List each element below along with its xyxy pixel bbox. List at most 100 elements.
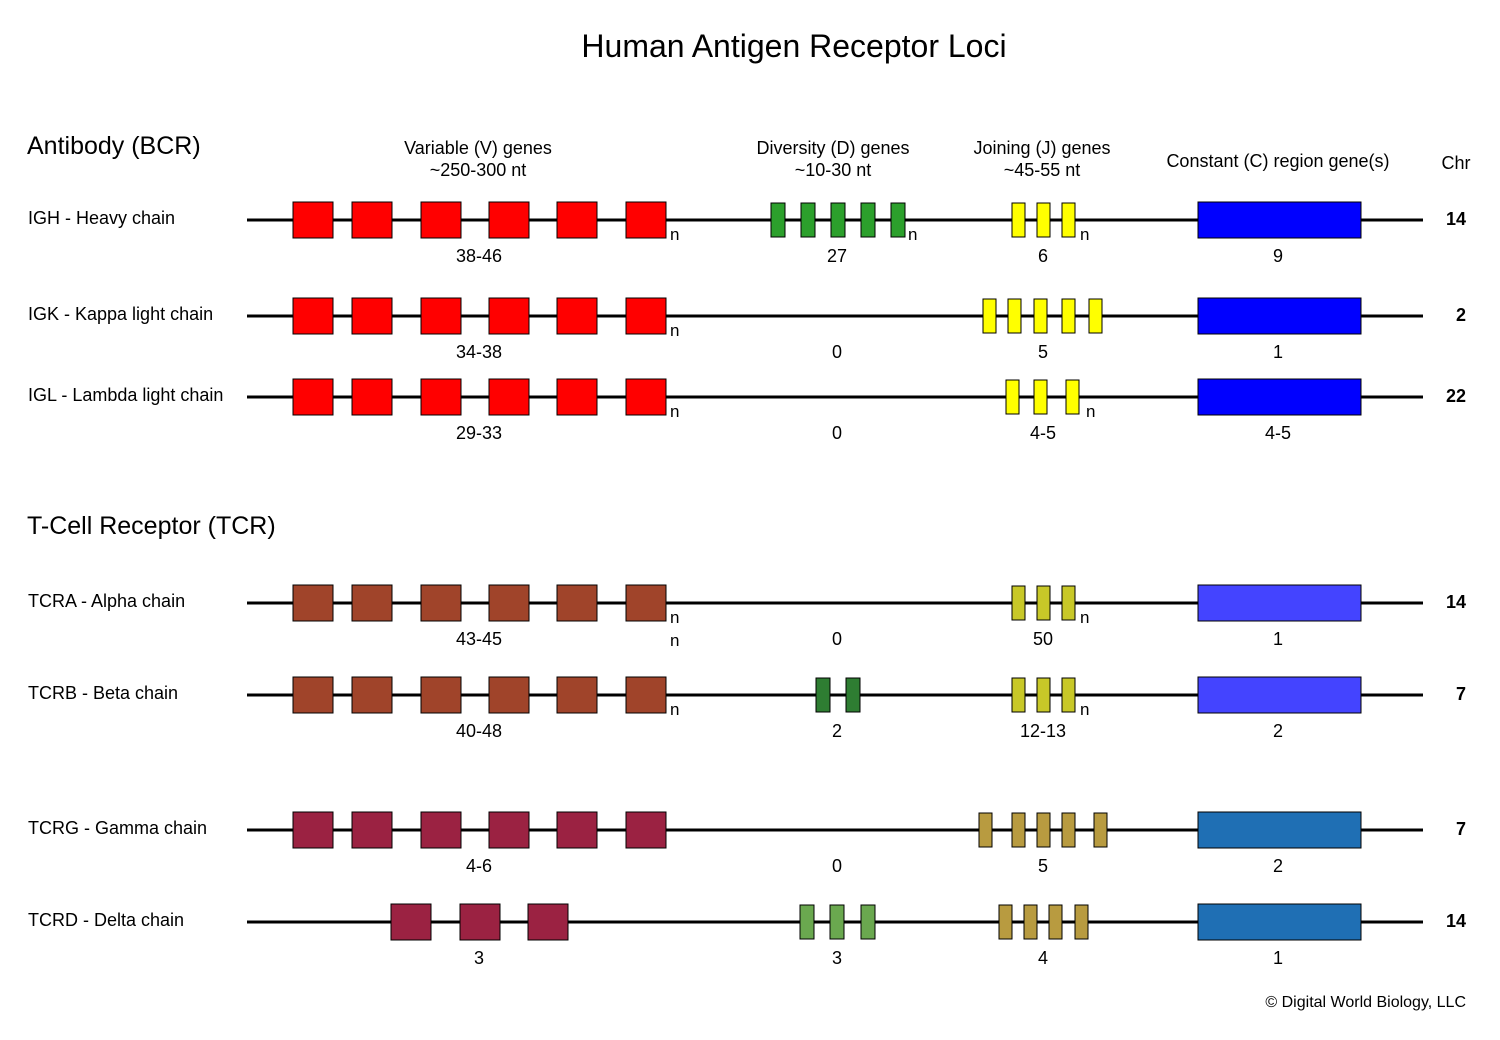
locus-label-igl: IGL - Lambda light chain xyxy=(28,385,224,405)
v-gene-tcrg-6 xyxy=(625,811,667,849)
c-count-tcra: 1 xyxy=(1272,629,1283,649)
j-count-tcrd: 4 xyxy=(1037,948,1048,968)
v-count-tcrg: 4-6 xyxy=(465,856,492,876)
v-gene-tcrb-6 xyxy=(625,676,667,714)
v-count-igk: 34-38 xyxy=(455,342,503,362)
column-header-constant: Constant (C) region gene(s) xyxy=(1166,151,1390,171)
c-region-igh xyxy=(1197,201,1362,239)
n-marker-j-igh: n xyxy=(1080,225,1090,244)
v-gene-igk-6 xyxy=(625,297,667,335)
j-gene-tcrd-4 xyxy=(1074,904,1089,940)
column-header-diversity-name: Diversity (D) genes xyxy=(756,138,910,158)
j-gene-igl-2 xyxy=(1033,379,1048,415)
c-count-igh: 9 xyxy=(1272,246,1283,266)
v-gene-tcrg-3 xyxy=(420,811,462,849)
locus-label-tcrb: TCRB - Beta chain xyxy=(28,683,179,703)
d-count-tcra: 0 xyxy=(831,629,842,649)
column-header-variable-name: Variable (V) genes xyxy=(404,138,552,158)
j-gene-tcrb-2 xyxy=(1036,677,1051,713)
v-gene-igh-5 xyxy=(556,201,598,239)
j-gene-igk-5 xyxy=(1088,298,1103,334)
v-gene-igh-3 xyxy=(420,201,462,239)
v-gene-igk-1 xyxy=(292,297,334,335)
d-gene-igh-4 xyxy=(860,202,876,238)
v-gene-igh-6 xyxy=(625,201,667,239)
d-gene-igh-5 xyxy=(890,202,906,238)
c-count-tcrg: 2 xyxy=(1272,856,1283,876)
chromosome-tcrg: 7 xyxy=(1455,819,1466,839)
j-gene-igl-3 xyxy=(1065,379,1080,415)
n-marker-v-igk: n xyxy=(670,321,680,340)
n-marker-j-tcra: n xyxy=(1080,608,1090,627)
j-gene-tcra-1 xyxy=(1011,585,1026,621)
v-gene-igl-6 xyxy=(625,378,667,416)
chromosome-tcra: 14 xyxy=(1445,592,1466,612)
chromosome-igh: 14 xyxy=(1445,209,1466,229)
v-gene-igl-1 xyxy=(292,378,334,416)
j-gene-igk-3 xyxy=(1033,298,1048,334)
d-count-tcrb: 2 xyxy=(831,721,842,741)
section-heading-tcr: T-Cell Receptor (TCR) xyxy=(27,512,276,540)
v-gene-igl-4 xyxy=(488,378,530,416)
v-gene-tcrd-3 xyxy=(527,903,569,941)
n-marker-j-igl: n xyxy=(1086,402,1096,421)
v-gene-tcrg-5 xyxy=(556,811,598,849)
diagram-title: Human Antigen Receptor Loci xyxy=(581,28,1007,64)
j-gene-tcra-2 xyxy=(1036,585,1051,621)
v-gene-tcrb-1 xyxy=(292,676,334,714)
v-gene-igh-4 xyxy=(488,201,530,239)
j-count-igl: 4-5 xyxy=(1029,423,1056,443)
v-gene-igh-1 xyxy=(292,201,334,239)
column-header-joining-length: ~45-55 nt xyxy=(1003,160,1081,180)
j-count-tcra: 50 xyxy=(1032,629,1054,649)
c-count-igk: 1 xyxy=(1272,342,1283,362)
v-gene-igh-2 xyxy=(351,201,393,239)
d-gene-tcrb-1 xyxy=(815,677,831,713)
column-header-variable: Variable (V) genes ~250-300 nt xyxy=(378,137,578,181)
chromosome-tcrd: 14 xyxy=(1445,911,1466,931)
v-gene-tcrd-1 xyxy=(390,903,432,941)
section-heading-antibody: Antibody (BCR) xyxy=(27,132,201,160)
c-region-igk xyxy=(1197,297,1362,335)
d-gene-igh-1 xyxy=(770,202,786,238)
d-gene-igh-3 xyxy=(830,202,846,238)
j-gene-igh-3 xyxy=(1061,202,1076,238)
v-gene-tcrg-1 xyxy=(292,811,334,849)
j-gene-igh-2 xyxy=(1036,202,1051,238)
c-region-igl xyxy=(1197,378,1362,416)
chromosome-igl: 22 xyxy=(1445,386,1466,406)
column-header-joining-name: Joining (J) genes xyxy=(973,138,1111,158)
column-header-variable-length: ~250-300 nt xyxy=(429,160,527,180)
d-count-tcrd: 3 xyxy=(831,948,842,968)
v-gene-tcra-1 xyxy=(292,584,334,622)
v-gene-igk-5 xyxy=(556,297,598,335)
locus-label-tcrg: TCRG - Gamma chain xyxy=(28,818,208,838)
locus-label-igh: IGH - Heavy chain xyxy=(28,208,176,228)
j-gene-tcrg-1 xyxy=(978,812,993,848)
d-gene-tcrd-1 xyxy=(799,904,815,940)
j-gene-tcra-3 xyxy=(1061,585,1076,621)
d-gene-tcrd-3 xyxy=(860,904,876,940)
j-gene-tcrg-3 xyxy=(1036,812,1051,848)
column-header-joining: Joining (J) genes ~45-55 nt xyxy=(942,137,1142,181)
n-marker-v-igl: n xyxy=(670,402,680,421)
c-region-tcrg xyxy=(1197,811,1362,849)
v-gene-igk-4 xyxy=(488,297,530,335)
v-count-igh: 38-46 xyxy=(455,246,503,266)
v-gene-igl-5 xyxy=(556,378,598,416)
v-count-igl: 29-33 xyxy=(455,423,503,443)
v-gene-tcrb-4 xyxy=(488,676,530,714)
j-count-igk: 5 xyxy=(1037,342,1048,362)
column-header-diversity-length: ~10-30 nt xyxy=(794,160,872,180)
v-gene-tcra-6 xyxy=(625,584,667,622)
v-gene-tcrb-3 xyxy=(420,676,462,714)
d-gene-igh-2 xyxy=(800,202,816,238)
copyright-notice: © Digital World Biology, LLC xyxy=(1265,994,1466,1011)
j-gene-tcrd-3 xyxy=(1048,904,1063,940)
v-gene-tcra-2 xyxy=(351,584,393,622)
n-marker-v-tcra: n xyxy=(670,608,680,627)
j-gene-igl-1 xyxy=(1005,379,1020,415)
j-gene-igk-2 xyxy=(1007,298,1022,334)
d-gene-tcrd-2 xyxy=(829,904,845,940)
